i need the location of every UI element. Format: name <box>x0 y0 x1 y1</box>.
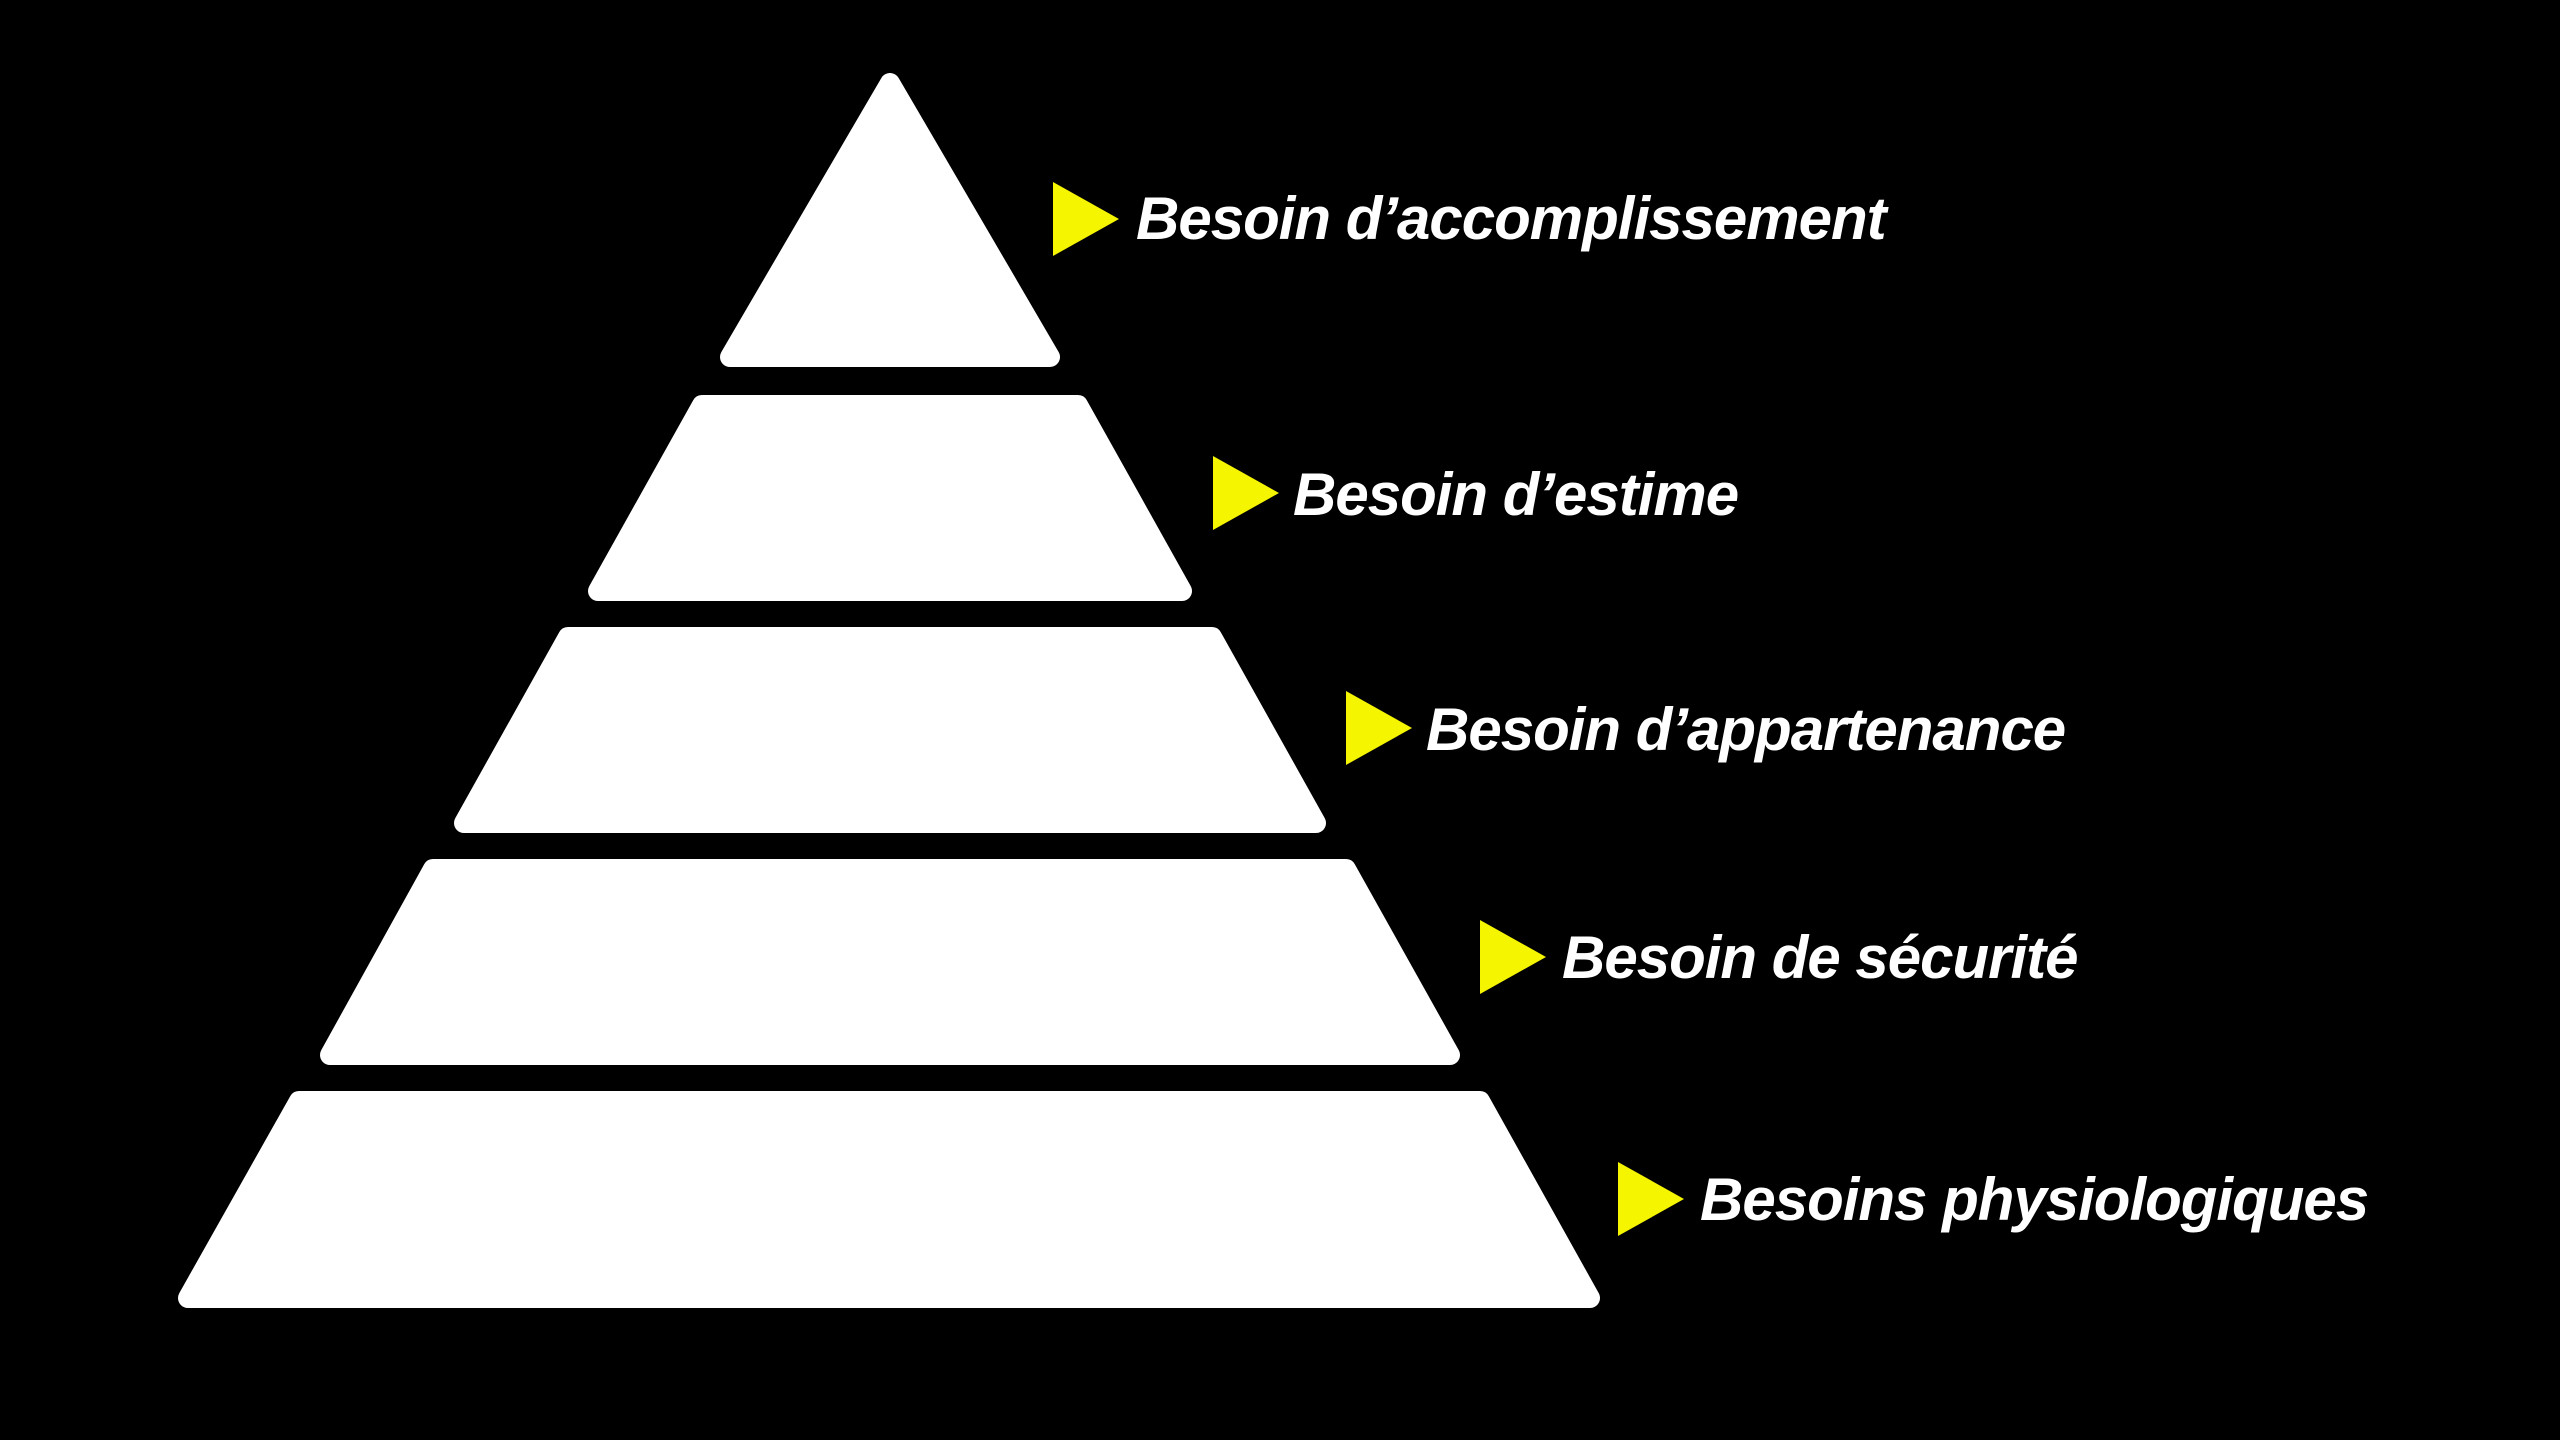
play-arrow-icon <box>1346 691 1412 765</box>
level-label-belonging: Besoin d’appartenance <box>1426 696 2066 763</box>
pyramid-tier-5 <box>178 1091 1600 1308</box>
play-arrow-icon <box>1053 182 1119 256</box>
play-arrow-icon <box>1618 1162 1684 1236</box>
pyramid-tier-2 <box>588 395 1192 601</box>
pyramid-tier-4 <box>320 859 1460 1065</box>
pyramid-tier-1 <box>720 73 1060 367</box>
play-arrow-icon <box>1480 920 1546 994</box>
level-label-esteem: Besoin d’estime <box>1293 461 1739 528</box>
level-label-physiological: Besoins physiologiques <box>1700 1166 2369 1233</box>
level-label-self-actualization: Besoin d’accomplissement <box>1136 185 1887 252</box>
pyramid-tier-3 <box>454 627 1326 833</box>
play-arrow-icon <box>1213 456 1279 530</box>
level-label-safety: Besoin de sécurité <box>1562 924 2079 991</box>
